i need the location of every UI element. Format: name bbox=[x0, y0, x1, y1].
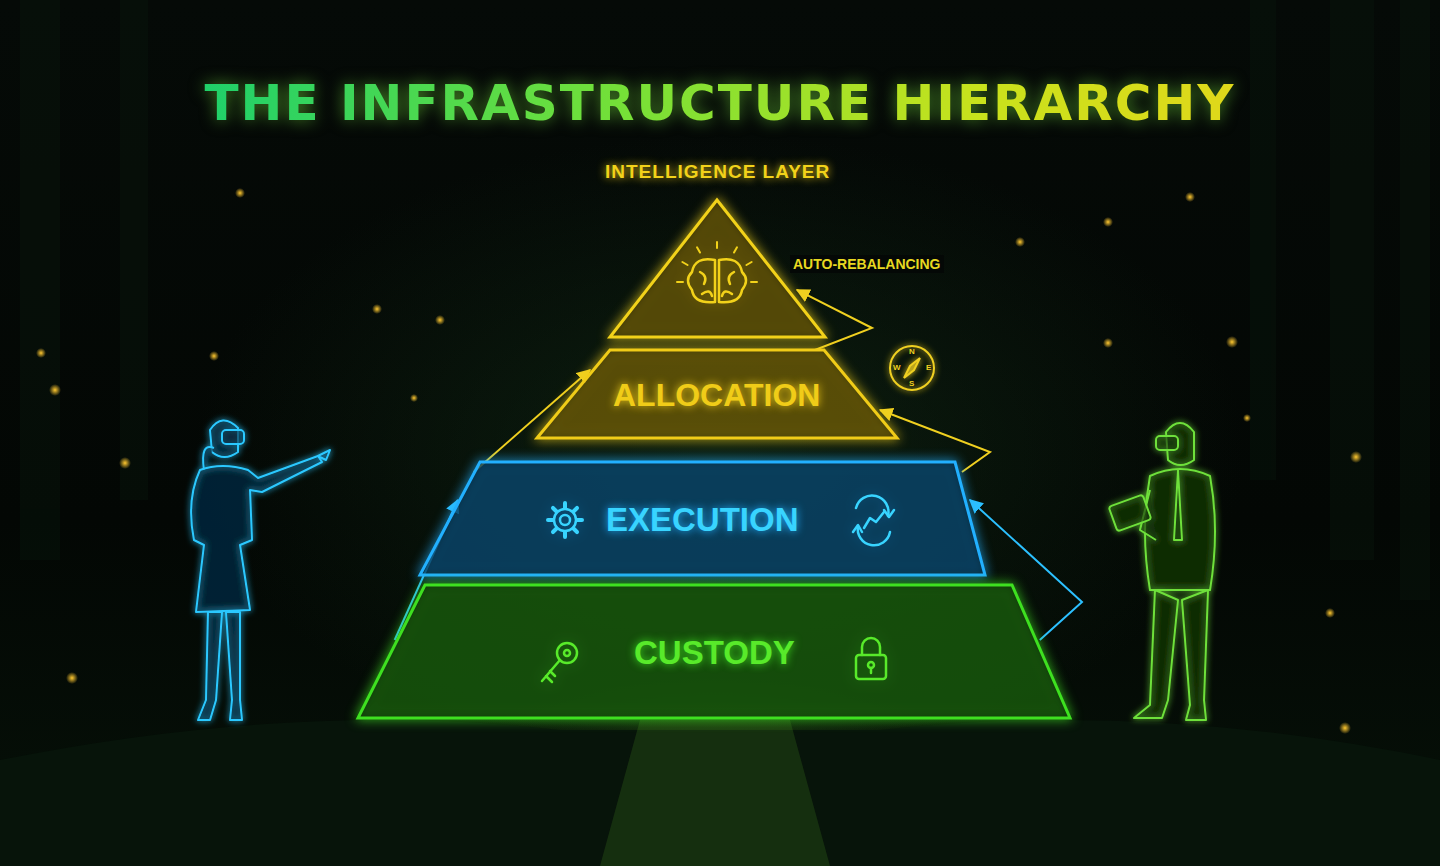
edge-label: AUTO-REBALANCING bbox=[790, 255, 944, 273]
tier-icon bbox=[548, 496, 894, 546]
tier-outline bbox=[600, 160, 835, 340]
tier-shape bbox=[420, 462, 985, 575]
compass-letter: E bbox=[926, 364, 931, 372]
compass-letter: N bbox=[909, 348, 915, 356]
compass-letter: S bbox=[909, 380, 914, 388]
tier-shape bbox=[537, 350, 897, 438]
tier-shape bbox=[358, 585, 1070, 718]
execution-tier: EXECUTION bbox=[418, 460, 987, 577]
custody-tier: CUSTODY bbox=[356, 583, 1072, 720]
tier-icon bbox=[677, 242, 757, 302]
tier-label: INTELLIGENCE LAYER bbox=[605, 162, 830, 183]
tier-label: ALLOCATION bbox=[613, 378, 820, 413]
tier-label: CUSTODY bbox=[634, 635, 795, 671]
intelligence-triangle: INTELLIGENCE LAYER bbox=[600, 160, 835, 340]
allocation-tier: ALLOCATION bbox=[535, 348, 899, 440]
diagram-title: THE INFRASTRUCTURE HIERARCHY bbox=[204, 74, 1235, 132]
compass-letter: W bbox=[893, 364, 901, 372]
tier-label: EXECUTION bbox=[606, 502, 799, 538]
